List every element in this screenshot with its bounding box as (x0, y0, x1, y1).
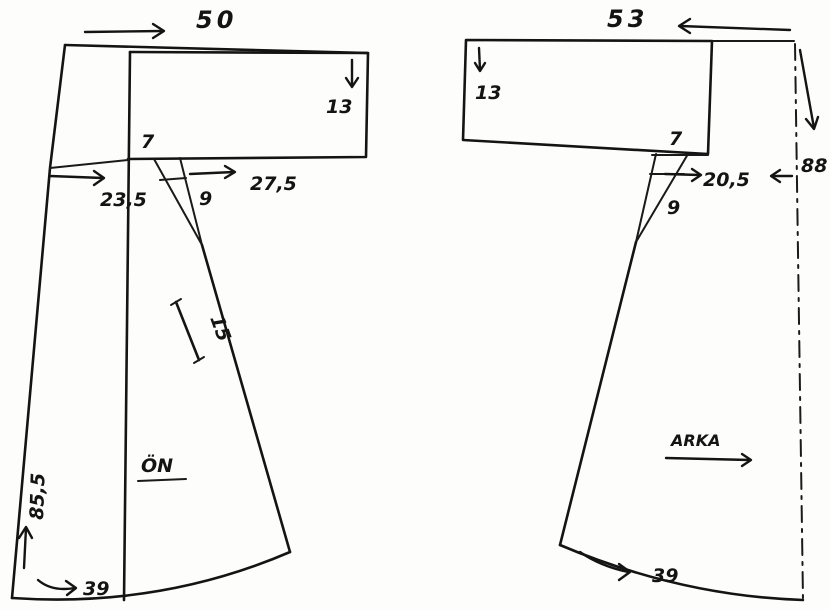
front-side-length-label: 85,5 (26, 473, 50, 521)
back-side-seam (558, 240, 638, 547)
back-pattern-piece: 53 88 13 7 9 20,5 39 ARKA (461, 5, 827, 602)
back-hem-width-label: 39 (652, 565, 678, 587)
front-name-underline (137, 478, 187, 482)
front-sleeve-depth-arrow (344, 58, 360, 89)
front-dart-side-arrow (188, 164, 237, 180)
back-dart-side-label: 9 (667, 197, 680, 219)
front-dart-side-label: 9 (199, 188, 212, 210)
front-length-arrow (17, 525, 34, 570)
front-sleeve-depth-label: 13 (326, 96, 352, 118)
back-top-width-label: 53 (607, 5, 648, 33)
back-sleeve-depth-arrow (473, 46, 487, 73)
back-dart-to-fold-label: 20,5 (703, 169, 750, 191)
back-top-arrow (677, 17, 792, 35)
front-pattern-piece: 50 13 7 9 23,5 27,5 15 85,5 39 ÖN (10, 6, 370, 602)
front-hem (10, 550, 292, 601)
front-chest-arrow (48, 169, 106, 187)
back-length-arrow (798, 48, 820, 131)
front-dart-crossline (159, 177, 187, 181)
back-piece-name: ARKA (669, 431, 720, 450)
back-dart-side-arrow (663, 167, 703, 183)
front-dart (153, 157, 203, 246)
front-dart-length-bar (174, 300, 201, 362)
front-top-width-label: 50 (196, 6, 237, 34)
back-hem (558, 543, 805, 602)
front-hem-arrow (36, 578, 78, 597)
front-hem-width-label: 39 (83, 578, 109, 600)
front-chest-label: 23,5 (100, 189, 147, 211)
back-fold-line (794, 43, 804, 601)
back-dart-top-label: 7 (669, 128, 683, 150)
front-dart-length-label: 15 (205, 312, 235, 344)
front-piece-name: ÖN (141, 453, 173, 477)
front-dart-length-ticks (170, 298, 205, 364)
back-sleeve-depth-label: 13 (475, 82, 501, 104)
front-sleeve-block (126, 50, 370, 161)
front-top-arrow (83, 22, 166, 40)
front-center-line (122, 50, 132, 602)
back-fold-arrow (769, 168, 794, 184)
front-chest-line (49, 159, 129, 169)
back-length-label: 88 (801, 155, 827, 177)
back-name-arrow (664, 452, 753, 468)
front-side-seam (200, 243, 292, 554)
back-hem-arrow (578, 550, 632, 582)
front-dart-to-side-label: 27,5 (250, 173, 297, 195)
front-dart-top-label: 7 (141, 131, 155, 153)
